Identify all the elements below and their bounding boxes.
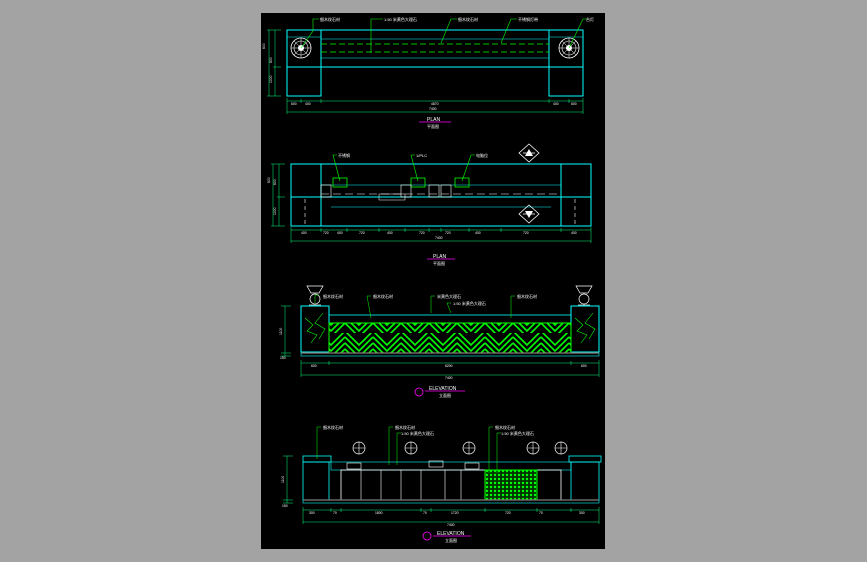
- plan2-dim: 400: [475, 231, 481, 235]
- drawing-sheet: 细木纹石材 1:50 米黄色大理石 细木纹石材 不锈钢灯带 台灯 600 400…: [261, 13, 605, 549]
- plan-view-2: 不锈钢 1/PLC 电脑位 400 720 400 720 400 720 72…: [267, 143, 592, 266]
- elev2-dim: 70: [333, 511, 337, 515]
- plan1-dim-left: 1000: [269, 75, 273, 83]
- elev1-dim-total: 7400: [445, 376, 453, 380]
- plan2-dim-left: 600: [273, 179, 277, 185]
- elev2-callout: 细木纹石材: [395, 424, 415, 430]
- elev1-scale: 立面图: [439, 392, 451, 398]
- left-end-block: [286, 29, 322, 97]
- elevation-view-1: 细木纹石材 细木纹石材 米黄色大理石 1:50 米黄色大理石 细木纹石材 600…: [279, 285, 600, 398]
- elev1-callout: 米黄色大理石: [437, 293, 461, 299]
- plan1-dim: 400: [553, 102, 559, 106]
- plan2-dim: 400: [337, 231, 343, 235]
- plan2-callout: 电脑位: [476, 152, 488, 158]
- plan1-callout: 台灯: [586, 16, 594, 22]
- section-marker-icon: [404, 441, 418, 455]
- section-marker-icon: [518, 143, 540, 163]
- plan1-dim: 400: [305, 102, 311, 106]
- elev2-dim-total: 7400: [447, 523, 455, 527]
- section-marker-icon: [462, 441, 476, 455]
- section-marker-icon: [554, 441, 568, 455]
- lamp-right-icon: [575, 285, 593, 306]
- plan1-title: PLAN: [427, 117, 440, 123]
- plan1-dim-left: 600: [262, 43, 266, 49]
- plan2-title: PLAN: [433, 254, 446, 260]
- plan1-callout: 细木纹石材: [320, 16, 340, 22]
- elev2-dim: 300: [309, 511, 315, 515]
- plan1-callout: 1:50 米黄色大理石: [384, 16, 417, 22]
- plan2-dim: 720: [523, 231, 529, 235]
- plan2-dim: 400: [301, 231, 307, 235]
- elev2-dim: 1720: [451, 511, 459, 515]
- right-pedestal: [570, 461, 600, 501]
- elev2-title: ELEVATION: [437, 531, 465, 537]
- plan2-dim: 400: [571, 231, 577, 235]
- elev2-dim: 70: [539, 511, 543, 515]
- elev2-dim: 70: [423, 511, 427, 515]
- elev1-dim: 600: [311, 364, 317, 368]
- elev1-callout: 细木纹石材: [373, 293, 393, 299]
- plan1-scale: 平面图: [427, 123, 439, 129]
- plan-view-1: 细木纹石材 1:50 米黄色大理石 细木纹石材 不锈钢灯带 台灯 600 400…: [262, 16, 594, 129]
- elev2-scale: 立面图: [445, 537, 457, 543]
- section-marker-icon: [526, 441, 540, 455]
- elev2-callout: 细木纹石材: [495, 424, 515, 430]
- plan2-callout: 不锈钢: [338, 152, 350, 158]
- elev2-dim: 720: [505, 511, 511, 515]
- section-marker-icon: [518, 204, 540, 224]
- elev1-dim: 6200: [445, 364, 453, 368]
- plan1-dim: 600: [291, 102, 297, 106]
- plan1-callout: 不锈钢灯带: [518, 16, 538, 22]
- elev1-dim: 600: [581, 364, 587, 368]
- plan1-dim-left: 600: [269, 57, 273, 63]
- elev2-dim: 300: [579, 511, 585, 515]
- counter-top-outline: [286, 29, 584, 68]
- plan2-dim-total: 7400: [435, 236, 443, 240]
- elev1-callout: 1:50 米黄色大理石: [453, 300, 486, 306]
- section-marker-icon: [352, 441, 366, 455]
- plan2-dim: 720: [419, 231, 425, 235]
- plan2-dim-left: 1000: [273, 207, 277, 215]
- elev2-callout: 1:50 米黄色大理石: [501, 430, 534, 436]
- elev2-callout: 1:50 米黄色大理石: [401, 430, 434, 436]
- plan2-dim-left: 600: [267, 177, 271, 183]
- plan2-dim: 720: [323, 231, 329, 235]
- elev1-callout: 细木纹石材: [323, 293, 343, 299]
- elevation-view-2: 细木纹石材 细木纹石材 1:50 米黄色大理石 细木纹石材 1:50 米黄色大理…: [281, 424, 602, 543]
- elev1-dim-left: 150: [280, 356, 286, 360]
- cad-drawing: 细木纹石材 1:50 米黄色大理石 细木纹石材 不锈钢灯带 台灯 600 400…: [262, 16, 602, 543]
- elev1-dim-left: 1100: [279, 328, 283, 335]
- dotted-glass-panel: [484, 469, 538, 501]
- elev2-dim: 1800: [375, 511, 383, 515]
- plan2-callout: 1/PLC: [416, 153, 427, 158]
- plan2-dim: 720: [445, 231, 451, 235]
- plan2-dim: 720: [359, 231, 365, 235]
- chevron-front-panel: [328, 322, 572, 354]
- lamp-left-icon: [306, 285, 324, 306]
- detail-bubble-icon: [414, 387, 424, 397]
- plan2-scale: 平面图: [433, 260, 445, 266]
- right-end-block: [560, 163, 592, 227]
- plan1-dim: 600: [571, 102, 577, 106]
- plan1-callout: 细木纹石材: [458, 16, 478, 22]
- elev1-callout: 细木纹石材: [517, 293, 537, 299]
- detail-bubble-icon: [422, 531, 432, 541]
- left-pedestal: [302, 461, 330, 501]
- elev1-title: ELEVATION: [429, 386, 457, 392]
- elev2-dim-left: 150: [282, 504, 288, 508]
- left-end-block: [290, 163, 322, 227]
- plan2-dim: 400: [387, 231, 393, 235]
- elev2-callout: 细木纹石材: [323, 424, 343, 430]
- right-end-block: [548, 29, 584, 97]
- elev2-dim-left: 1100: [281, 476, 285, 483]
- plan1-dim: 4870: [431, 102, 439, 106]
- plan1-dim-total: 7400: [429, 107, 437, 111]
